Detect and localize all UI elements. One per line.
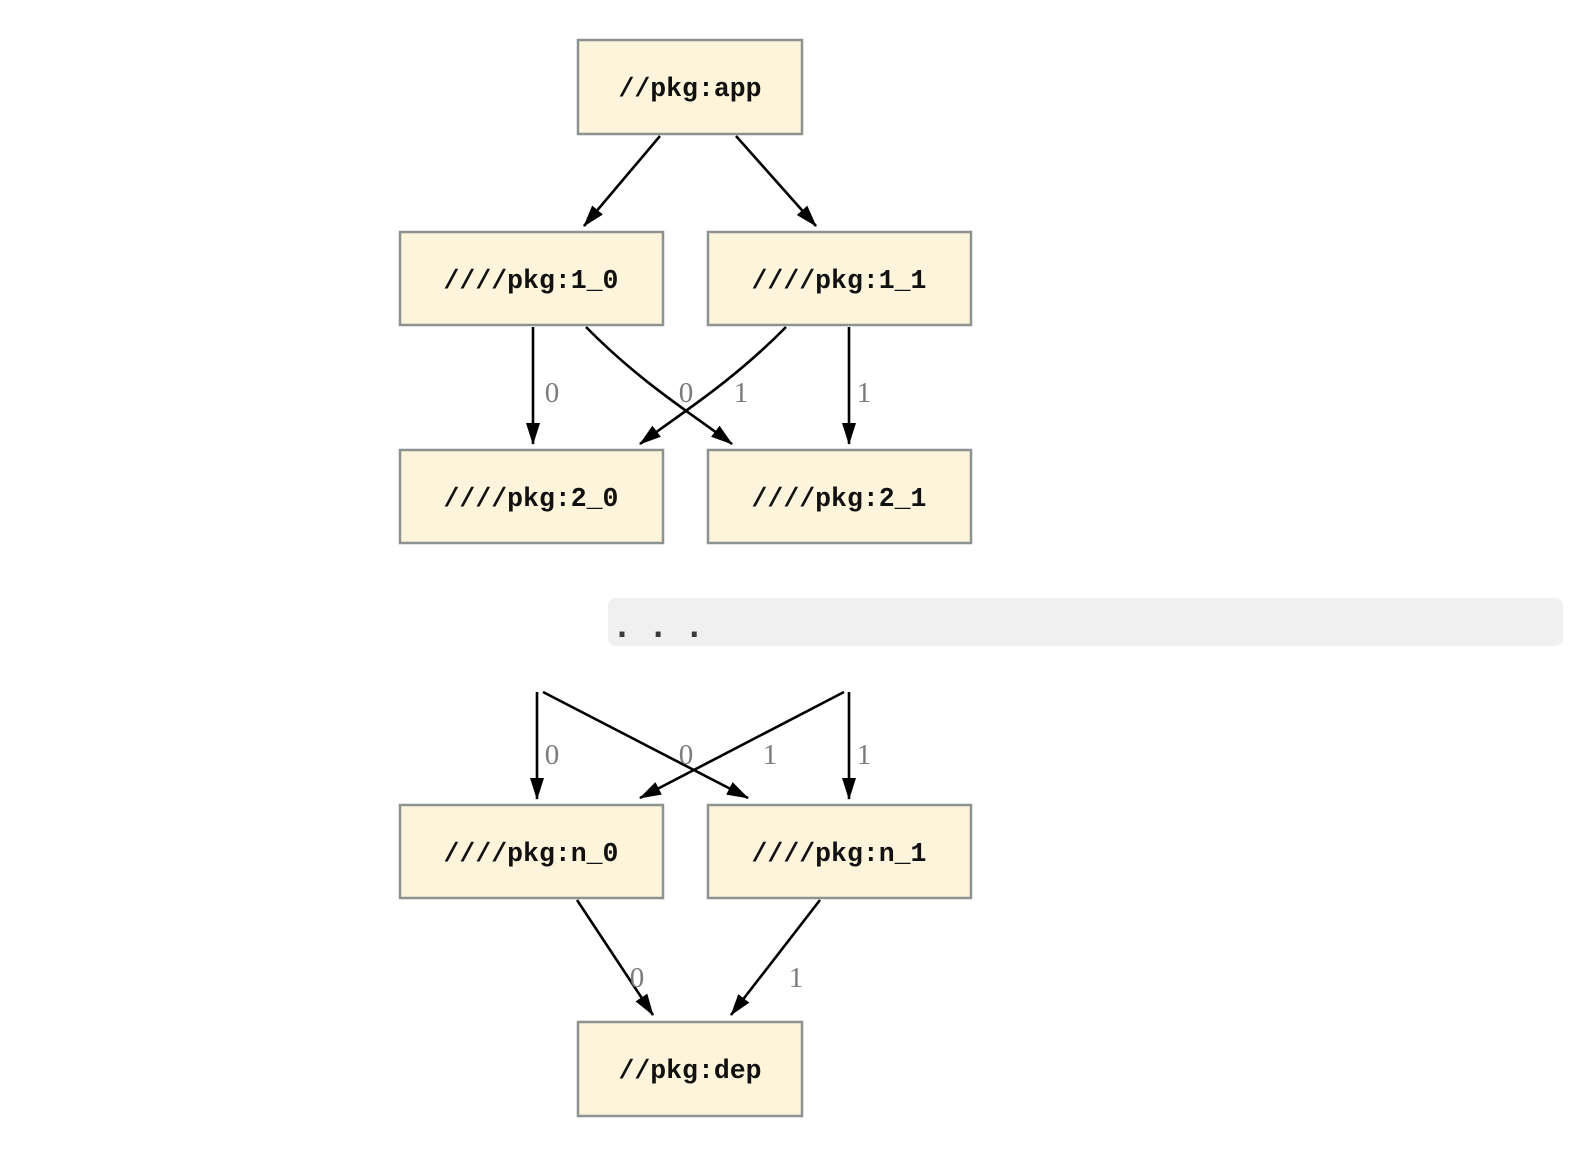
edge-app-to-1-0 bbox=[583, 135, 661, 227]
edge-label-hidden-cross-to-n-0: 0 bbox=[679, 739, 694, 771]
edge-label-hidden-to-n-0: 0 bbox=[545, 739, 560, 771]
edge-n-1-to-dep bbox=[729, 899, 822, 1016]
edge-label-n-1-to-dep: 1 bbox=[789, 962, 804, 994]
edge-hidden-cross-to-n-0 bbox=[639, 690, 845, 800]
edge-label-hidden-to-n-1: 1 bbox=[857, 739, 872, 771]
node-pkg-2-1-label: ////pkg:2_1 bbox=[752, 484, 927, 514]
node-pkg-1-0: ////pkg:1_0 bbox=[398, 230, 665, 327]
edge-hidden-cross-to-n-1 bbox=[542, 690, 749, 800]
node-pkg-2-1-box bbox=[706, 448, 973, 545]
ellipsis-band-rect bbox=[608, 598, 1563, 646]
node-pkg-n-0-box bbox=[398, 803, 665, 900]
edge-label-1-0-to-2-0: 0 bbox=[545, 377, 560, 409]
ellipsis-band: . . . bbox=[608, 598, 1563, 646]
edge-label-hidden-cross-to-n-1: 1 bbox=[763, 739, 778, 771]
node-pkg-1-0-label: ////pkg:1_0 bbox=[444, 266, 619, 296]
node-pkg-2-0-label: ////pkg:2_0 bbox=[444, 484, 619, 514]
node-pkg-n-0: ////pkg:n_0 bbox=[398, 803, 665, 900]
node-pkg-dep-label: //pkg:dep bbox=[618, 1056, 761, 1086]
edge-app-to-1-1 bbox=[735, 135, 817, 227]
ellipsis-dots: . . . bbox=[613, 610, 703, 645]
node-pkg-2-1: ////pkg:2_1 bbox=[706, 448, 973, 545]
node-pkg-1-0-box bbox=[398, 230, 665, 327]
node-pkg-n-1: ////pkg:n_1 bbox=[706, 803, 973, 900]
node-pkg-1-1: ////pkg:1_1 bbox=[706, 230, 973, 327]
edges-layer bbox=[526, 135, 856, 1016]
node-pkg-app-label: //pkg:app bbox=[618, 74, 761, 104]
node-pkg-2-0: ////pkg:2_0 bbox=[398, 448, 665, 545]
node-pkg-n-0-label: ////pkg:n_0 bbox=[444, 839, 619, 869]
node-pkg-dep: //pkg:dep bbox=[576, 1020, 804, 1118]
edge-label-n-0-to-dep: 0 bbox=[630, 962, 645, 994]
node-pkg-1-1-label: ////pkg:1_1 bbox=[752, 266, 927, 296]
node-pkg-app-box bbox=[576, 38, 804, 136]
node-pkg-n-1-box bbox=[706, 803, 973, 900]
node-pkg-dep-box bbox=[576, 1020, 804, 1118]
edge-label-1-0-to-2-1: 1 bbox=[734, 377, 749, 409]
edge-label-1-1-to-2-0: 0 bbox=[679, 377, 694, 409]
node-pkg-app: //pkg:app bbox=[576, 38, 804, 136]
edge-1-1-to-2-0 bbox=[639, 326, 787, 446]
edge-n-0-to-dep bbox=[575, 899, 655, 1016]
edge-labels-layer: 0 0 1 1 0 0 1 1 0 1 bbox=[545, 377, 872, 994]
edge-1-0-to-2-1 bbox=[585, 326, 733, 446]
node-pkg-1-1-box bbox=[706, 230, 973, 327]
node-pkg-2-0-box bbox=[398, 448, 665, 545]
node-pkg-n-1-label: ////pkg:n_1 bbox=[752, 839, 927, 869]
edge-label-1-1-to-2-1: 1 bbox=[857, 377, 872, 409]
